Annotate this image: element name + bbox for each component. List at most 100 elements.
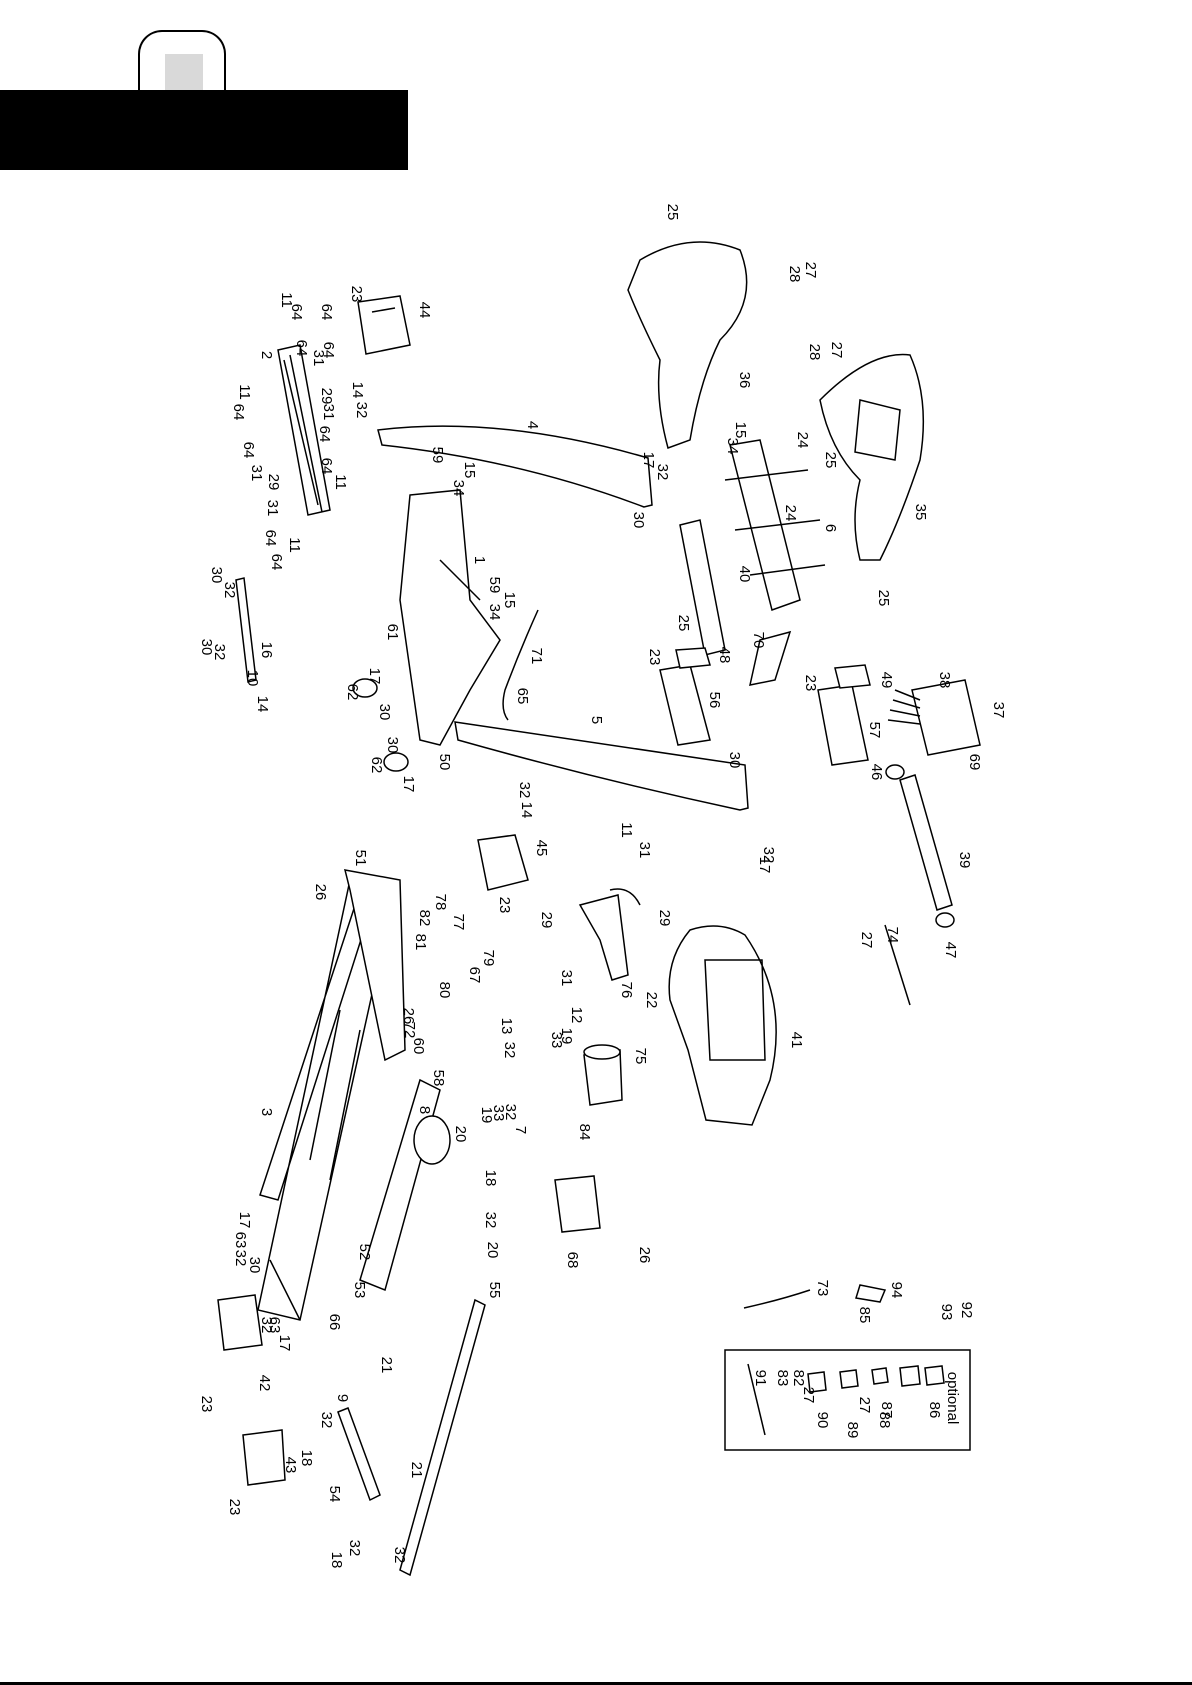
callout-c71: 71: [528, 648, 545, 665]
part-handrail-5: [454, 721, 749, 811]
callout-c72: 72: [401, 1022, 418, 1039]
callout-c48: 48: [716, 647, 733, 664]
part-roller-54: [337, 1407, 381, 1502]
callout-c90: 90: [814, 1412, 831, 1429]
callout-c60: 60: [410, 1038, 427, 1055]
callout-c87: 87: [878, 1402, 895, 1419]
callout-c58: 58: [430, 1070, 447, 1087]
part-part-89: [839, 1369, 859, 1389]
callout-c78: 78: [432, 894, 449, 911]
callout-c50: 50: [436, 754, 453, 771]
parts-geometry: [217, 241, 981, 1577]
callout-c32k: 32: [258, 1317, 275, 1334]
callout-c23e: 23: [198, 1396, 215, 1413]
callout-c17c: 17: [400, 776, 417, 793]
callout-c23b: 23: [646, 649, 663, 666]
callout-c93: 93: [938, 1304, 955, 1321]
callout-c47: 47: [942, 942, 959, 959]
callout-c64g: 64: [262, 530, 279, 547]
callout-c82a: 82: [416, 910, 433, 927]
optional-parts-box: [724, 1349, 971, 1451]
callout-c15b: 15: [501, 592, 518, 609]
callout-c21a: 21: [378, 1357, 395, 1374]
callout-c2: 2: [258, 351, 275, 359]
part-cover-45: [477, 834, 529, 891]
callout-c27e: 27: [856, 1397, 873, 1414]
part-deck-rail-55: [399, 1298, 486, 1577]
callout-c30c: 30: [376, 704, 393, 721]
callout-c45: 45: [533, 840, 550, 857]
callout-c80: 80: [436, 982, 453, 999]
callout-c31c: 31: [248, 465, 265, 482]
part-console-35: [819, 353, 925, 561]
callout-c15c: 15: [732, 422, 749, 439]
part-wheel-62a: [352, 678, 378, 698]
callout-c25a: 25: [664, 204, 681, 221]
part-wheel-62b: [383, 752, 409, 772]
callout-c32e: 32: [516, 782, 533, 799]
callout-c19a: 19: [558, 1028, 575, 1045]
part-main-frame-3-rails: [269, 1009, 361, 1321]
callout-c11e: 11: [618, 822, 635, 838]
callout-c32j: 32: [232, 1250, 249, 1267]
callout-c29d: 29: [656, 910, 673, 927]
callout-c65: 65: [514, 688, 531, 705]
optional-box-title: optional: [944, 1372, 961, 1425]
part-pad-56: [659, 664, 711, 746]
callout-c27a: 27: [802, 262, 819, 279]
callout-c11b: 11: [236, 384, 253, 400]
callout-c30d: 30: [384, 737, 401, 754]
callout-c25c: 25: [675, 615, 692, 632]
callout-c31d: 31: [264, 500, 281, 517]
callout-c28b: 28: [806, 344, 823, 361]
part-bottle-85: [855, 1284, 887, 1303]
callout-c4: 4: [524, 421, 541, 429]
callout-c14c: 14: [518, 802, 535, 819]
callout-c62b: 62: [368, 757, 385, 774]
callout-c23f: 23: [226, 1499, 243, 1516]
callout-c44: 44: [416, 302, 433, 319]
callout-c63a: 63: [232, 1232, 249, 1249]
callout-c74: 74: [884, 927, 901, 944]
callout-c39: 39: [956, 852, 973, 869]
callout-c17d: 17: [756, 857, 773, 874]
part-roller-75-end: [583, 1044, 621, 1060]
callout-c32g: 32: [501, 1042, 518, 1059]
callout-c27d: 27: [800, 1387, 817, 1404]
callout-c67: 67: [466, 967, 483, 984]
callout-c68: 68: [564, 1252, 581, 1269]
callout-c30a: 30: [208, 567, 225, 584]
callout-c49: 49: [878, 672, 895, 689]
part-knob-47: [935, 912, 955, 928]
part-board-68: [554, 1175, 601, 1233]
callout-c10: 10: [244, 670, 261, 687]
callout-c42: 42: [256, 1375, 273, 1392]
callout-c34a: 34: [450, 480, 467, 497]
part-handrail-4: [377, 425, 653, 508]
callout-c7: 7: [512, 1126, 529, 1134]
callout-c83: 83: [774, 1370, 791, 1387]
part-upright-1: [399, 489, 501, 746]
callout-c77: 77: [450, 914, 467, 931]
callout-c6: 6: [822, 524, 839, 532]
callout-c84: 84: [576, 1124, 593, 1141]
callout-c30b: 30: [198, 639, 215, 656]
callout-c18a: 18: [482, 1170, 499, 1187]
callout-c15a: 15: [461, 462, 478, 479]
callout-c3: 3: [258, 1108, 275, 1116]
callout-c5: 5: [588, 716, 605, 724]
callout-labels: 1234567891011111111111213141414151515161…: [198, 204, 1007, 1569]
callout-c32b: 32: [221, 582, 238, 599]
callout-c24b: 24: [782, 505, 799, 522]
callout-c37: 37: [990, 702, 1007, 719]
callout-c64h: 64: [268, 554, 285, 571]
part-clip-86: [924, 1365, 945, 1386]
part-knob-46: [885, 764, 905, 780]
callout-c31b: 31: [320, 404, 337, 421]
callout-c32l: 32: [318, 1412, 335, 1429]
part-pad-57: [817, 684, 869, 766]
callout-c62a: 62: [344, 684, 361, 701]
callout-c32n: 32: [346, 1540, 363, 1557]
part-cover-44: [357, 295, 411, 355]
